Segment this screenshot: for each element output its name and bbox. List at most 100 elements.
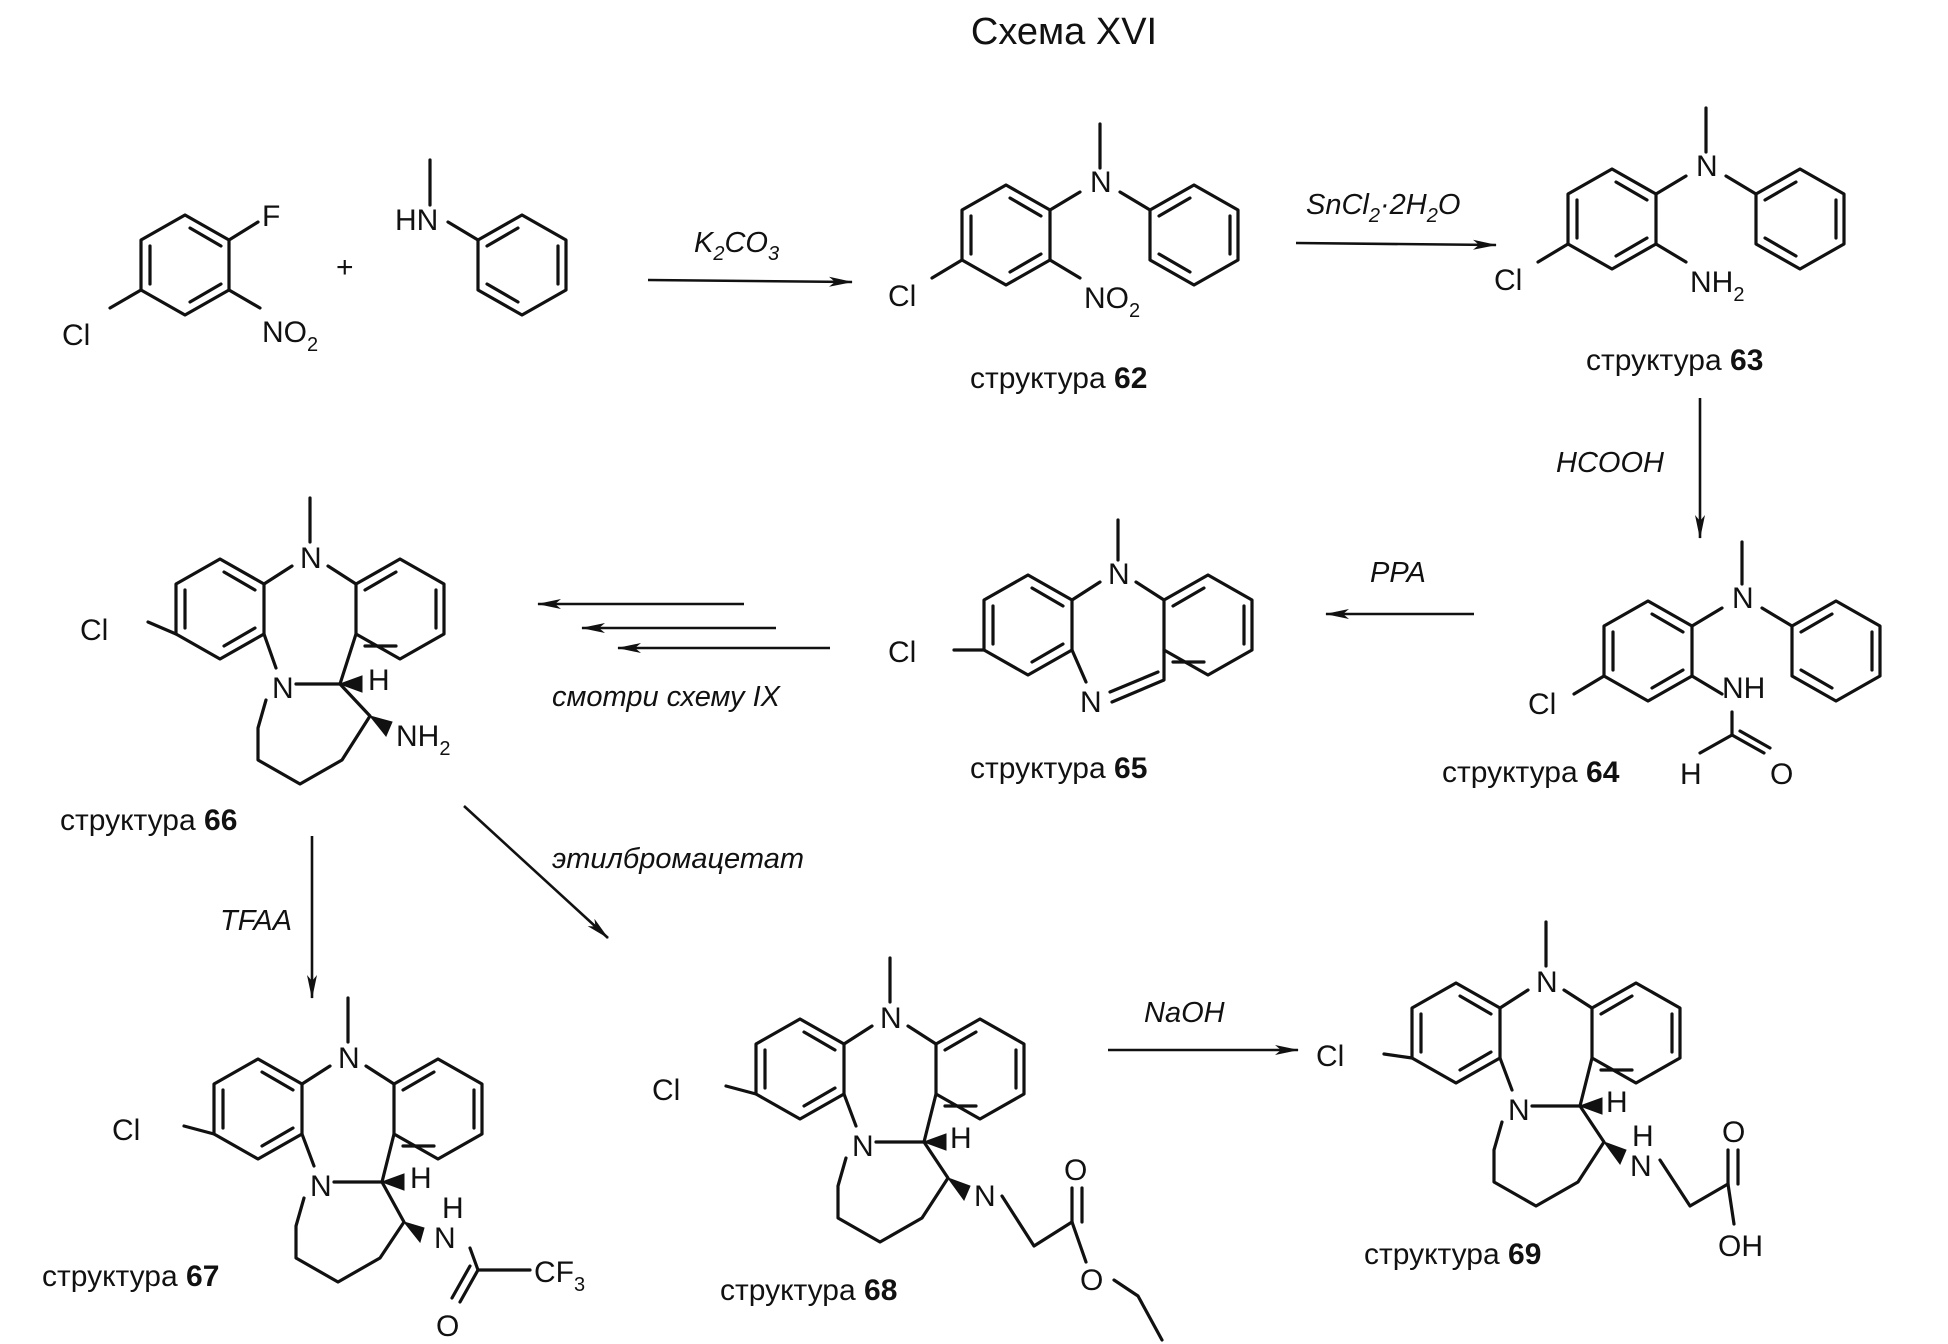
structure-number: 65 bbox=[1114, 752, 1147, 785]
atom-label: NH2 bbox=[1690, 266, 1744, 306]
atom-label: Cl bbox=[112, 1114, 140, 1147]
reaction-arrow-k2co3 bbox=[648, 280, 852, 282]
atom-label: N bbox=[310, 1170, 332, 1203]
atom-label: H bbox=[442, 1192, 464, 1225]
atom-label: O bbox=[1064, 1154, 1087, 1187]
structure-number: 62 bbox=[1114, 362, 1147, 395]
atom-label: CF bbox=[534, 1256, 574, 1289]
structure-caption: структура 68 bbox=[720, 1274, 897, 1307]
atom-label: N bbox=[852, 1130, 874, 1163]
reagent-ethyl-bromoacetate: этилбромацетат bbox=[552, 843, 804, 875]
atom-subscript: 3 bbox=[574, 1274, 585, 1296]
structure-number: 68 bbox=[864, 1274, 897, 1307]
reagent-text: SnCl bbox=[1306, 189, 1370, 221]
atom-label: N bbox=[1696, 150, 1718, 183]
atom-label: Cl bbox=[888, 280, 916, 313]
atom-label: Cl bbox=[80, 614, 108, 647]
atom-label: N bbox=[1108, 558, 1130, 591]
structure-caption: структура 63 bbox=[1586, 344, 1763, 377]
atom-label: Cl bbox=[1494, 264, 1522, 297]
reaction-arrow-sncl2 bbox=[1296, 243, 1496, 245]
structure-number: 64 bbox=[1586, 756, 1620, 789]
reagent-k2co3: K2CO3 bbox=[694, 227, 779, 265]
atom-label: O bbox=[436, 1310, 459, 1343]
atom-label: H bbox=[1632, 1120, 1654, 1153]
structure-63: N NH2 Cl структура 63 bbox=[1494, 108, 1844, 377]
atom-label: NH bbox=[1690, 266, 1733, 299]
scheme-title: Схема XVI bbox=[971, 11, 1157, 53]
caption-word: структура bbox=[42, 1260, 178, 1293]
reagent-sncl2: SnCl2·2H2O bbox=[1306, 189, 1460, 227]
atom-label: H bbox=[1680, 758, 1702, 791]
atom-label: N bbox=[880, 1002, 902, 1035]
reagent-naoh: NaOH bbox=[1144, 997, 1225, 1029]
atom-label: OH bbox=[1718, 1230, 1763, 1263]
atom-label: N bbox=[1630, 1150, 1652, 1183]
reagent-text: O bbox=[1438, 189, 1461, 221]
reagent-subscript: 2 bbox=[1426, 205, 1438, 227]
structure-69: N N H H N O OH Cl структура 69 bbox=[1316, 922, 1763, 1271]
atom-label: NO2 bbox=[262, 316, 318, 356]
atom-label: N bbox=[1090, 166, 1112, 199]
atom-label: H bbox=[368, 664, 390, 697]
atom-label: N bbox=[1536, 966, 1558, 999]
structure-caption: структура 65 bbox=[970, 752, 1147, 785]
structure-65: N N Cl структура 65 bbox=[888, 520, 1252, 785]
atom-subscript: 2 bbox=[307, 334, 318, 356]
caption-word: структура bbox=[720, 1274, 856, 1307]
reactant-n-methylaniline: HN bbox=[395, 160, 566, 315]
reagent-text: ·2H bbox=[1380, 189, 1427, 221]
atom-label: N bbox=[300, 542, 322, 575]
structure-caption: структура 69 bbox=[1364, 1238, 1541, 1271]
structure-62: N NO2 Cl структура 62 bbox=[888, 124, 1238, 395]
atom-label: NH bbox=[396, 720, 439, 753]
atom-label: Cl bbox=[652, 1074, 680, 1107]
atom-label: NH bbox=[1722, 672, 1765, 705]
atom-label: Cl bbox=[888, 636, 916, 669]
atom-label: N bbox=[1508, 1094, 1530, 1127]
structure-64: N NH Cl H O структура 64 bbox=[1442, 542, 1880, 791]
caption-word: структура bbox=[1442, 756, 1578, 789]
reactant-chlorofluoronitrobenzene: F NO2 Cl bbox=[62, 200, 318, 356]
atom-subscript: 2 bbox=[1733, 284, 1744, 306]
reagent-subscript: 2 bbox=[1368, 205, 1380, 227]
structure-caption: структура 64 bbox=[1442, 756, 1620, 789]
atom-subscript: 2 bbox=[1129, 300, 1140, 322]
atom-label: H bbox=[410, 1162, 432, 1195]
atom-label: N bbox=[338, 1042, 360, 1075]
reagent-hcooh: HCOOH bbox=[1556, 447, 1664, 479]
structure-66: N N H NH2 Cl структура 66 bbox=[60, 498, 450, 837]
atom-label: O bbox=[1080, 1264, 1103, 1297]
reagent-subscript: 3 bbox=[768, 243, 779, 265]
reagent-tfaa: TFAA bbox=[220, 905, 292, 937]
structure-caption: структура 67 bbox=[42, 1260, 219, 1293]
reagent-see-scheme-ix: смотри схему IX bbox=[552, 681, 782, 713]
structure-68: N N H N O O Cl структура 68 bbox=[652, 958, 1162, 1340]
structure-number: 69 bbox=[1508, 1238, 1541, 1271]
atom-label: H bbox=[1606, 1086, 1628, 1119]
atom-label: H bbox=[950, 1122, 972, 1155]
caption-word: структура bbox=[970, 752, 1106, 785]
atom-label: CF3 bbox=[534, 1256, 585, 1296]
atom-label: NH2 bbox=[396, 720, 450, 760]
atom-label: Cl bbox=[1528, 688, 1556, 721]
atom-label: N bbox=[272, 672, 294, 705]
atom-label: N bbox=[1732, 582, 1754, 615]
reagent-text: CO bbox=[724, 227, 768, 259]
atom-label: N bbox=[1080, 686, 1102, 719]
atom-label: N bbox=[434, 1222, 456, 1255]
structure-caption: структура 62 bbox=[970, 362, 1147, 395]
atom-subscript: 2 bbox=[439, 738, 450, 760]
reagent-text: K bbox=[694, 227, 715, 259]
atom-label: NO2 bbox=[1084, 282, 1140, 322]
reagent-ppa: PPA bbox=[1370, 557, 1426, 589]
structure-number: 67 bbox=[186, 1260, 219, 1293]
plus-sign: + bbox=[336, 251, 354, 284]
atom-label: HN bbox=[395, 204, 438, 237]
reagent-subscript: 2 bbox=[712, 243, 724, 265]
structure-number: 63 bbox=[1730, 344, 1763, 377]
caption-word: структура bbox=[60, 804, 196, 837]
atom-label: F bbox=[262, 200, 280, 233]
